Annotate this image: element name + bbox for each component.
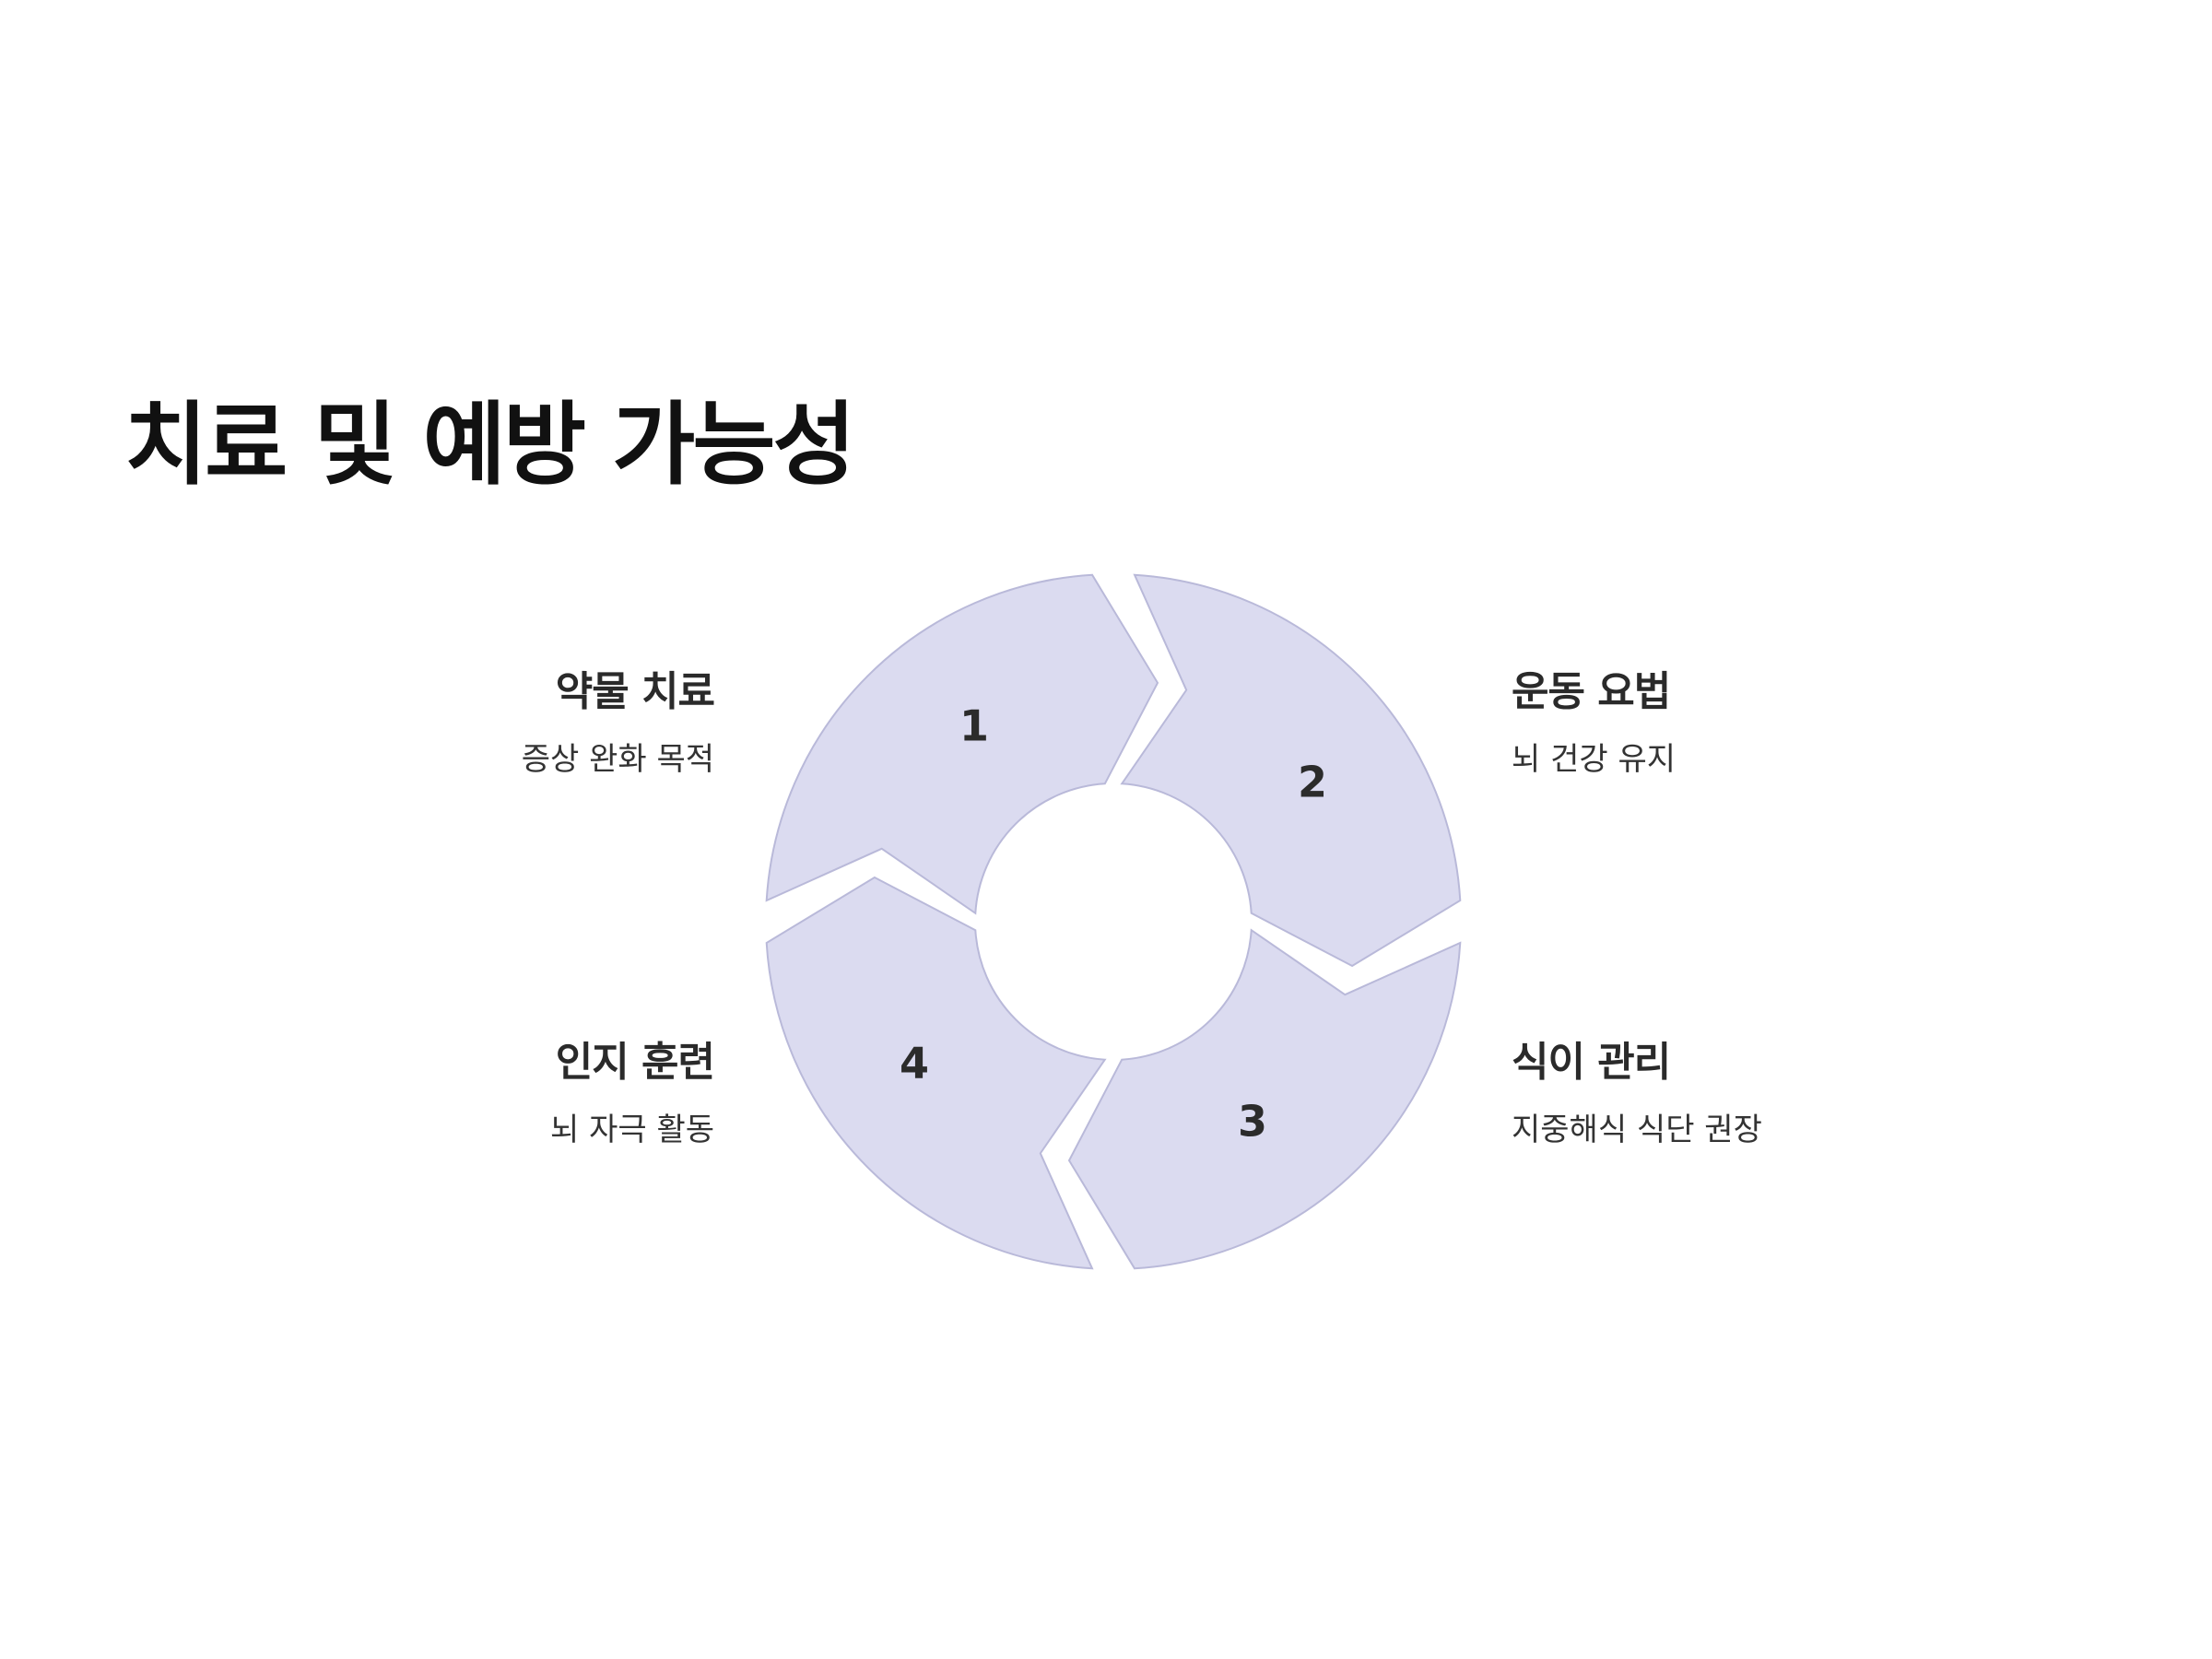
step-description-4: 뇌 자극 활동 xyxy=(549,1111,714,1148)
step-description-3: 지중해식 식단 권장 xyxy=(1512,1111,1762,1148)
cycle-segment-4 xyxy=(765,876,1107,1270)
step-label-1: 약물 치료 증상 완화 목적 xyxy=(521,668,715,779)
step-label-3: 식이 관리 지중해식 식단 권장 xyxy=(1512,1039,1762,1149)
step-description-1: 증상 완화 목적 xyxy=(521,740,714,778)
step-heading-2: 운동 요법 xyxy=(1512,668,1671,715)
step-label-2: 운동 요법 뇌 건강 유지 xyxy=(1512,668,1676,779)
step-label-4: 인지 훈련 뇌 자극 활동 xyxy=(549,1039,715,1149)
step-number-2: 2 xyxy=(1298,758,1327,807)
cycle-segment-2 xyxy=(1120,573,1462,968)
step-heading-3: 식이 관리 xyxy=(1512,1039,1671,1086)
page-title: 치료 및 예방 가능성 xyxy=(124,393,856,498)
step-heading-4: 인지 훈련 xyxy=(555,1039,715,1086)
step-description-2: 뇌 건강 유지 xyxy=(1512,740,1677,778)
step-number-3: 3 xyxy=(1238,1097,1267,1147)
step-number-1: 1 xyxy=(959,701,989,751)
step-heading-1: 약물 치료 xyxy=(555,668,715,715)
step-number-4: 4 xyxy=(900,1039,929,1088)
cycle-segment-1 xyxy=(765,573,1159,915)
cycle-segment-3 xyxy=(1067,928,1462,1270)
